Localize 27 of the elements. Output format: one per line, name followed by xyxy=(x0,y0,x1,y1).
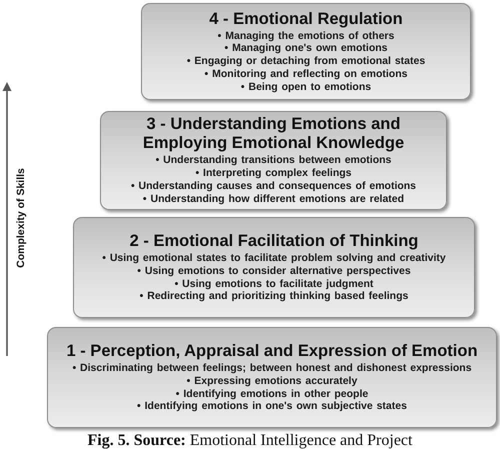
axis-label: Complexity of Skills xyxy=(15,168,27,268)
skill-item: • Using emotions to consider alternative perspectives xyxy=(137,264,411,278)
skill-item: • Identifying emotions in other people xyxy=(176,388,368,400)
skill-item: • Interpreting complex feelings xyxy=(195,167,352,180)
skill-item: • Being open to emotions xyxy=(240,80,372,94)
level-box xyxy=(47,327,497,428)
skill-item: • Discriminating between feelings; between honest and dishonest expressions xyxy=(72,362,472,375)
level-box xyxy=(73,217,475,318)
skill-item: • Engaging or detaching from emotional states xyxy=(186,55,426,68)
skill-item: • Managing one's own emotions xyxy=(224,42,388,56)
figure-caption: Fig. 5. Source: Emotional Intelligence and Project xyxy=(86,432,414,449)
skill-item: • Understanding transitions between emotions xyxy=(156,154,392,168)
skill-item: • Expressing emotions accurately xyxy=(186,374,358,388)
skill-item: • Managing the emotions of others xyxy=(218,30,394,42)
level-heading: 3 - Understanding Emotions and Employing Emotional Knowledge xyxy=(142,115,406,154)
level-box xyxy=(100,111,447,210)
skill-item: • Understanding how different emotions are related xyxy=(142,192,404,206)
skill-item: • Using emotional states to facilitate problem solving and creativity xyxy=(102,252,446,265)
level-heading: 2 - Emotional Facilitation of Thinking xyxy=(130,232,418,251)
skill-item: • Identifying emotions in one's own subjective states xyxy=(137,400,407,414)
level-box xyxy=(141,3,471,100)
skill-item: • Redirecting and prioritizing thinking based feelings xyxy=(140,290,408,304)
level-heading: 4 - Emotional Regulation xyxy=(209,10,403,28)
level-heading: 1 - Perception, Appraisal and Expression of Emotion xyxy=(66,342,478,361)
skill-item: • Understanding causes and consequences of emotions xyxy=(130,180,416,193)
skill-item: • Using emotions to facilitate judgment xyxy=(174,278,374,290)
skill-item: • Monitoring and reflecting on emotions xyxy=(204,68,408,81)
